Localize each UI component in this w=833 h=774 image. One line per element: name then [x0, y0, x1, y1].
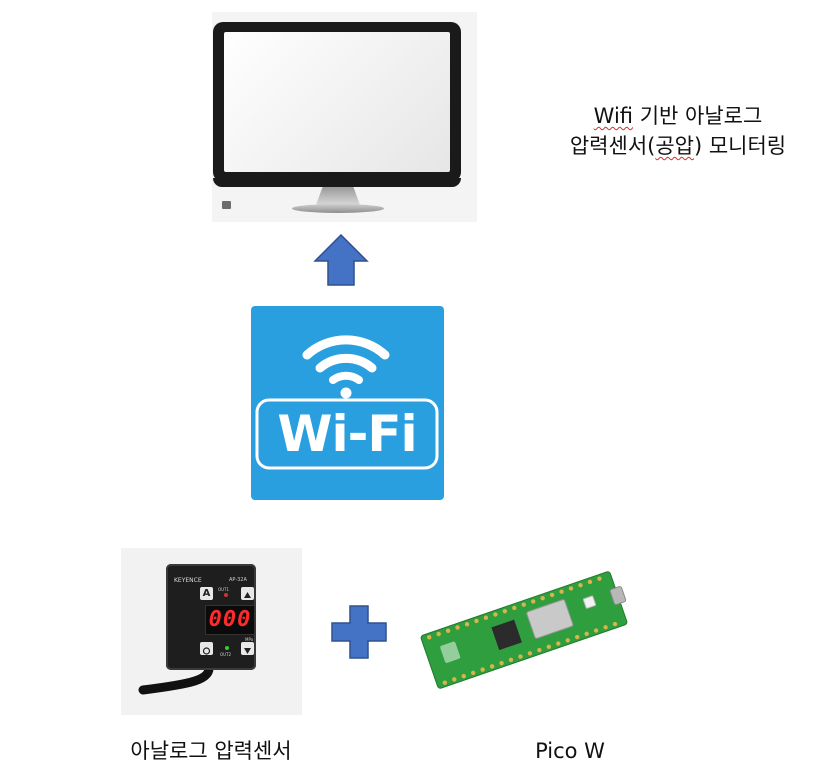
sensor-display: 000: [205, 605, 255, 635]
sensor-out1-label: OUT1: [218, 587, 230, 592]
wifi-logo-text: Wi-Fi: [277, 405, 417, 463]
caption-wifi-word: Wifi: [593, 104, 634, 128]
monitor-stand-base: [292, 204, 384, 213]
pressure-sensor-image: KEYENCE AP-32A OUT1 A 000 OUT2 MPa: [121, 548, 302, 715]
monitor-chin: [213, 178, 461, 187]
monitor-indicator-dots: [334, 180, 344, 195]
wifi-signal-icon: [255, 335, 439, 470]
sensor-led: [224, 593, 228, 597]
sensor-model: AP-32A: [229, 577, 247, 583]
sensor-down-key: [241, 642, 254, 655]
caption-line-2: 압력센서(공압) 모니터링: [528, 131, 828, 161]
sensor-out2-label: OUT2: [220, 652, 232, 657]
pico-w-image: [414, 546, 634, 716]
sensor-unit-label: MPa: [245, 637, 254, 642]
caption-line-1: Wifi 기반 아날로그: [528, 101, 828, 131]
caption-line-2-end: ) 모니터링: [693, 134, 787, 158]
sensor-up-key: [241, 587, 254, 600]
image-placeholder-icon: [222, 201, 231, 209]
caption-line-1-rest: 기반 아날로그: [633, 104, 763, 128]
monitor-screen: [224, 32, 450, 172]
pressure-sensor-label: 아날로그 압력센서: [130, 739, 292, 763]
caption-line-2-start: 압력센서(: [569, 134, 656, 158]
pico-w-board: [420, 571, 628, 689]
plus-icon: [331, 605, 387, 663]
pico-w-label: Pico W: [535, 739, 605, 763]
sensor-key-a: A: [200, 587, 213, 600]
monitor-stand-neck: [316, 187, 360, 205]
caption-pneumatic-word: 공압: [655, 134, 694, 158]
wifi-logo: Wi-Fi: [251, 306, 444, 500]
sensor-power-key: [200, 642, 213, 655]
up-arrow-icon: [313, 233, 369, 290]
sensor-brand: KEYENCE: [174, 577, 202, 584]
sensor-led-2: [225, 646, 229, 650]
diagram-caption: Wifi 기반 아날로그 압력센서(공압) 모니터링: [528, 101, 828, 161]
